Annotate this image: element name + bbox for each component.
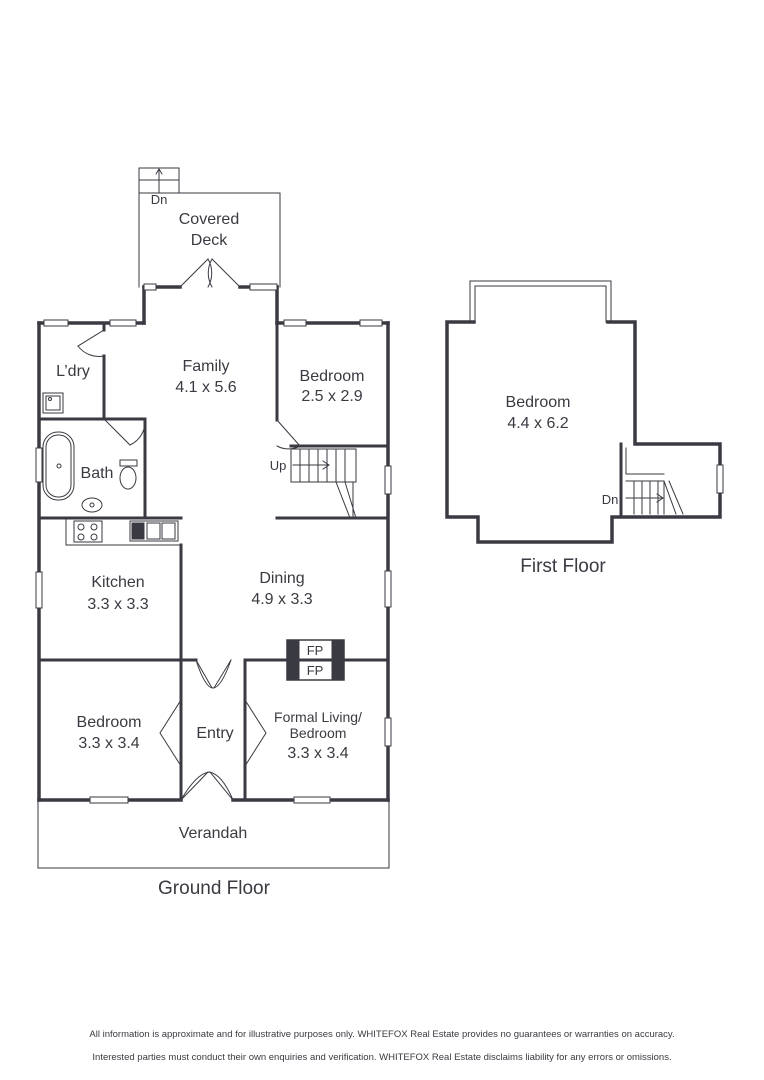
dining-label: Dining [259,570,304,587]
covered-deck-label: Covered [179,211,239,228]
fixtures-ground [42,392,182,546]
rear-bedroom-label: Bedroom [300,368,365,385]
family-size: 4.1 x 5.6 [175,379,236,396]
dining-size: 4.9 x 3.3 [251,591,312,608]
bath-label: Bath [81,465,114,482]
formal-living-label-2: Bedroom [290,725,347,741]
room-labels: Dn Covered Deck L’dry Family 4.1 x 5.6 B… [56,192,618,899]
verandah-outline [37,799,390,869]
rear-bedroom-size: 2.5 x 2.9 [301,388,362,405]
laundry-label: L’dry [56,363,90,380]
disclaimer-line-1: All information is approximate and for i… [89,1029,675,1040]
first-floor-walls [445,320,722,544]
ground-floor-plan [35,167,392,869]
disclaimer-line-2: Interested parties must conduct their ow… [92,1052,672,1063]
fireplaces [285,639,346,681]
windows-first [716,464,724,494]
doors-ground [77,258,301,801]
fireplace-label-1: FP [307,643,324,658]
kitchen-size: 3.3 x 3.3 [87,596,148,613]
windows-ground [35,283,392,804]
fireplace-label-2: FP [307,663,324,678]
family-label: Family [182,358,229,375]
front-bedroom-size: 3.3 x 3.4 [78,735,139,752]
kitchen-label: Kitchen [91,574,144,591]
covered-deck-label-2: Deck [191,232,228,249]
stair-up-label: Up [270,458,287,473]
covered-deck-outline [138,167,281,288]
formal-living-label: Formal Living/ [274,709,362,725]
interior-walls [37,321,390,802]
deck-stair-label: Dn [151,192,168,207]
first-floor-dormer [469,280,612,323]
stair-first [625,447,684,515]
formal-living-size: 3.3 x 3.4 [287,745,348,762]
front-bedroom-label: Bedroom [77,714,142,731]
entry-label: Entry [196,725,233,742]
verandah-label: Verandah [179,825,248,842]
first-floor-title: First Floor [520,556,606,577]
first-floor-bedroom-size: 4.4 x 6.2 [507,415,568,432]
first-floor-bedroom-label: Bedroom [506,394,571,411]
stair-ground [290,448,357,519]
stair-dn-label: Dn [602,492,619,507]
first-floor-plan [445,280,724,544]
ground-floor-title: Ground Floor [158,878,271,899]
